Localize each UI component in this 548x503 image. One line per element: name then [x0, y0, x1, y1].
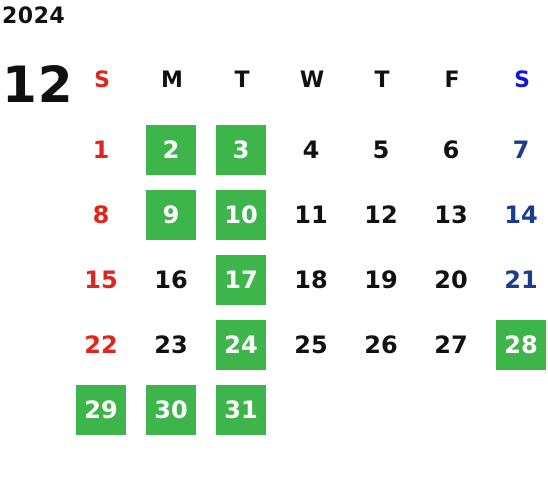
- day-cell[interactable]: 29: [76, 385, 126, 435]
- day-cell[interactable]: 19: [364, 266, 398, 294]
- day-cell[interactable]: 13: [434, 201, 468, 229]
- day-cell[interactable]: 18: [294, 266, 328, 294]
- day-cell[interactable]: 15: [84, 266, 118, 294]
- day-cell[interactable]: 1: [92, 136, 110, 164]
- day-cell[interactable]: 31: [216, 385, 266, 435]
- day-cell[interactable]: 25: [294, 331, 328, 359]
- day-cell[interactable]: 20: [434, 266, 468, 294]
- weekday-friday: F: [444, 68, 460, 93]
- weekday-thursday: T: [374, 68, 390, 93]
- day-cell[interactable]: 3: [216, 125, 266, 175]
- day-cell[interactable]: 9: [146, 190, 196, 240]
- day-cell[interactable]: 11: [294, 201, 328, 229]
- weekday-sunday: S: [94, 68, 110, 93]
- weekday-tuesday: T: [234, 68, 250, 93]
- day-cell[interactable]: 2: [146, 125, 196, 175]
- day-cell[interactable]: 23: [154, 331, 188, 359]
- day-cell[interactable]: 21: [504, 266, 538, 294]
- weekday-saturday: S: [514, 68, 530, 93]
- weekday-wednesday: W: [299, 68, 325, 93]
- day-cell[interactable]: 6: [442, 136, 460, 164]
- weekday-monday: M: [161, 68, 183, 93]
- day-cell[interactable]: 5: [372, 136, 390, 164]
- day-cell[interactable]: 30: [146, 385, 196, 435]
- calendar-month: 12: [2, 56, 74, 114]
- day-cell[interactable]: 22: [84, 331, 118, 359]
- day-cell[interactable]: 14: [504, 201, 538, 229]
- day-cell[interactable]: 12: [364, 201, 398, 229]
- day-cell[interactable]: 8: [92, 201, 110, 229]
- day-cell[interactable]: 10: [216, 190, 266, 240]
- day-cell[interactable]: 17: [216, 255, 266, 305]
- day-cell[interactable]: 4: [302, 136, 320, 164]
- day-cell[interactable]: 28: [496, 320, 546, 370]
- day-cell[interactable]: 27: [434, 331, 468, 359]
- day-cell[interactable]: 26: [364, 331, 398, 359]
- calendar-year: 2024: [2, 4, 66, 29]
- day-cell[interactable]: 7: [512, 136, 530, 164]
- day-cell[interactable]: 16: [154, 266, 188, 294]
- day-cell[interactable]: 24: [216, 320, 266, 370]
